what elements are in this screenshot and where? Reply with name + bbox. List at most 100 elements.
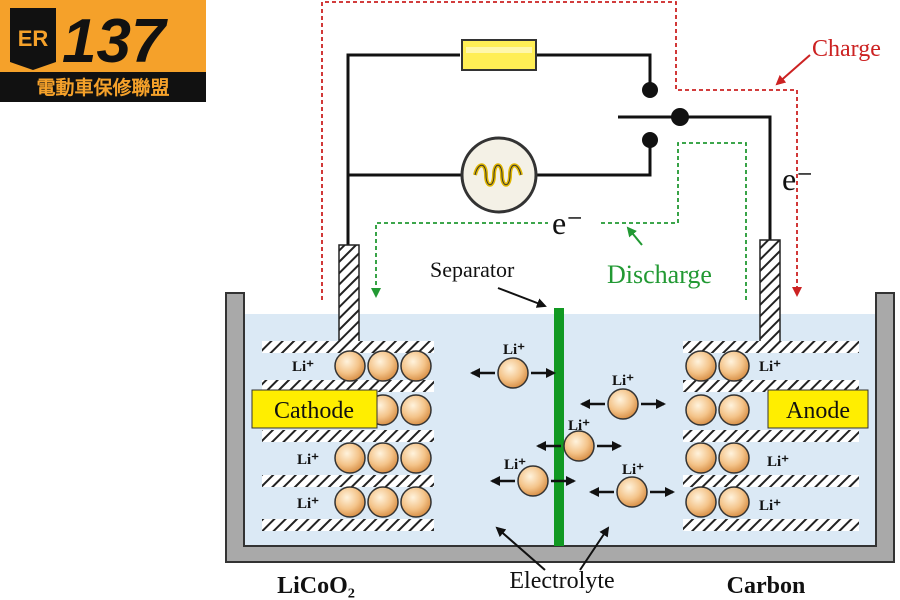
lamp-icon bbox=[460, 136, 538, 214]
logo-number: 137 bbox=[62, 7, 168, 76]
charge-electron-flow bbox=[321, 1, 802, 300]
migrating-ion: Li⁺ bbox=[470, 342, 556, 389]
li-label: Li⁺ bbox=[767, 454, 789, 470]
li-label: Li⁺ bbox=[612, 373, 634, 389]
cathode-label: Cathode bbox=[274, 398, 354, 424]
li-ion bbox=[718, 350, 750, 382]
migrating-ion: Li⁺ bbox=[589, 462, 675, 508]
li-ion bbox=[685, 442, 717, 474]
cathode-layer-2 bbox=[262, 380, 434, 392]
discharge-pointer-arrow bbox=[626, 226, 643, 246]
li-ion bbox=[616, 476, 648, 508]
li-ion bbox=[718, 486, 750, 518]
li-label: Li⁺ bbox=[292, 359, 314, 375]
wire-resistor-switch bbox=[536, 53, 652, 90]
lamp-bulb bbox=[460, 136, 538, 214]
logo-caption-band bbox=[0, 72, 206, 102]
electrolyte-label: Electrolyte bbox=[509, 568, 614, 594]
anode-layer-1 bbox=[683, 341, 859, 353]
li-ion bbox=[400, 350, 432, 382]
anode-label: Anode bbox=[786, 398, 850, 424]
cathode-layer-5 bbox=[262, 519, 434, 531]
external-circuit bbox=[346, 53, 772, 245]
cathode-layer-1 bbox=[262, 341, 434, 353]
discharge-label: Discharge bbox=[607, 260, 712, 289]
li-label: Li⁺ bbox=[759, 359, 781, 375]
anode-layer-2 bbox=[683, 380, 859, 392]
anode-label-box bbox=[767, 389, 869, 429]
li-ion bbox=[400, 394, 432, 426]
cathode-terminal bbox=[338, 244, 360, 344]
separator-label: Separator bbox=[430, 257, 515, 282]
li-ion bbox=[718, 442, 750, 474]
electron-label-middle: e⁻ bbox=[552, 205, 583, 241]
li-ion bbox=[497, 357, 529, 389]
shield-icon bbox=[10, 8, 56, 70]
li-label: Li⁺ bbox=[622, 462, 644, 478]
li-ion bbox=[718, 394, 750, 426]
cathode-layer-4 bbox=[262, 475, 434, 487]
li-ion bbox=[367, 442, 399, 474]
anode-layer-3 bbox=[683, 430, 859, 442]
migrating-ion: Li⁺ bbox=[580, 373, 666, 420]
li-label: Li⁺ bbox=[568, 418, 590, 434]
cathode-layers bbox=[262, 341, 434, 531]
li-ion bbox=[334, 442, 366, 474]
container-wall bbox=[225, 292, 895, 563]
wire-cathode-top bbox=[346, 53, 460, 245]
li-label: Li⁺ bbox=[297, 452, 319, 468]
cathode-ions bbox=[334, 350, 432, 518]
logo-caption: 電動車保修聯盟 bbox=[36, 76, 169, 99]
li-ion bbox=[685, 486, 717, 518]
migrating-ions: Li⁺ Li⁺ Li⁺ Li⁺ Li⁺ bbox=[470, 342, 675, 508]
cathode-layer-3 bbox=[262, 430, 434, 442]
electrolyte-pointer-left bbox=[495, 526, 546, 571]
charge-path: Charge e⁻ bbox=[321, 1, 881, 300]
wire-anode-top bbox=[618, 115, 772, 240]
discharge-electron-flow bbox=[371, 142, 747, 300]
wire-lamp-switch bbox=[536, 140, 652, 177]
charge-label: Charge bbox=[812, 36, 881, 62]
cathode-label-box bbox=[251, 389, 378, 429]
brand-logo: ER 137 電動車保修聯盟 bbox=[0, 0, 206, 102]
anode-layer-5 bbox=[683, 519, 859, 531]
electrode-li-labels: Li⁺ Li⁺ Li⁺ Li⁺ Li⁺ Li⁺ bbox=[292, 359, 789, 514]
li-ion bbox=[400, 486, 432, 518]
charge-pointer-arrow bbox=[775, 54, 811, 86]
anode-layer-4 bbox=[683, 475, 859, 487]
separator-pointer-arrow bbox=[497, 287, 547, 308]
li-label: Li⁺ bbox=[297, 496, 319, 512]
anode-terminal bbox=[759, 239, 781, 344]
li-label: Li⁺ bbox=[504, 457, 526, 473]
li-ion bbox=[517, 465, 549, 497]
li-ion bbox=[367, 350, 399, 382]
lamp-filament-outline bbox=[474, 164, 522, 186]
separator-membrane bbox=[554, 308, 564, 546]
li-ion bbox=[367, 486, 399, 518]
li-ion bbox=[400, 442, 432, 474]
electron-label-right: e⁻ bbox=[782, 161, 813, 197]
anode-ions bbox=[685, 350, 750, 518]
migrating-ion: Li⁺ bbox=[490, 457, 576, 497]
cathode-material-label: LiCoO₂ bbox=[277, 573, 355, 599]
switch-contact-top bbox=[642, 82, 658, 98]
logo-monogram: ER bbox=[18, 26, 49, 51]
anode-material-label: Carbon bbox=[727, 573, 806, 599]
discharge-path: Discharge e⁻ bbox=[371, 142, 747, 300]
li-label: Li⁺ bbox=[503, 342, 525, 358]
li-label: Li⁺ bbox=[759, 498, 781, 514]
li-ion bbox=[563, 430, 595, 462]
migrating-ion: Li⁺ bbox=[536, 418, 622, 462]
li-ion bbox=[607, 388, 639, 420]
li-ion bbox=[334, 350, 366, 382]
resistor-icon bbox=[461, 39, 537, 71]
li-ion bbox=[685, 394, 717, 426]
switch-icon bbox=[642, 82, 689, 148]
resistor-highlight bbox=[466, 47, 532, 53]
li-ion bbox=[685, 350, 717, 382]
switch-contact-bottom bbox=[642, 132, 658, 148]
electron-label-mask bbox=[548, 205, 598, 241]
electrolyte-pointer-right bbox=[579, 526, 610, 571]
li-ion bbox=[334, 486, 366, 518]
